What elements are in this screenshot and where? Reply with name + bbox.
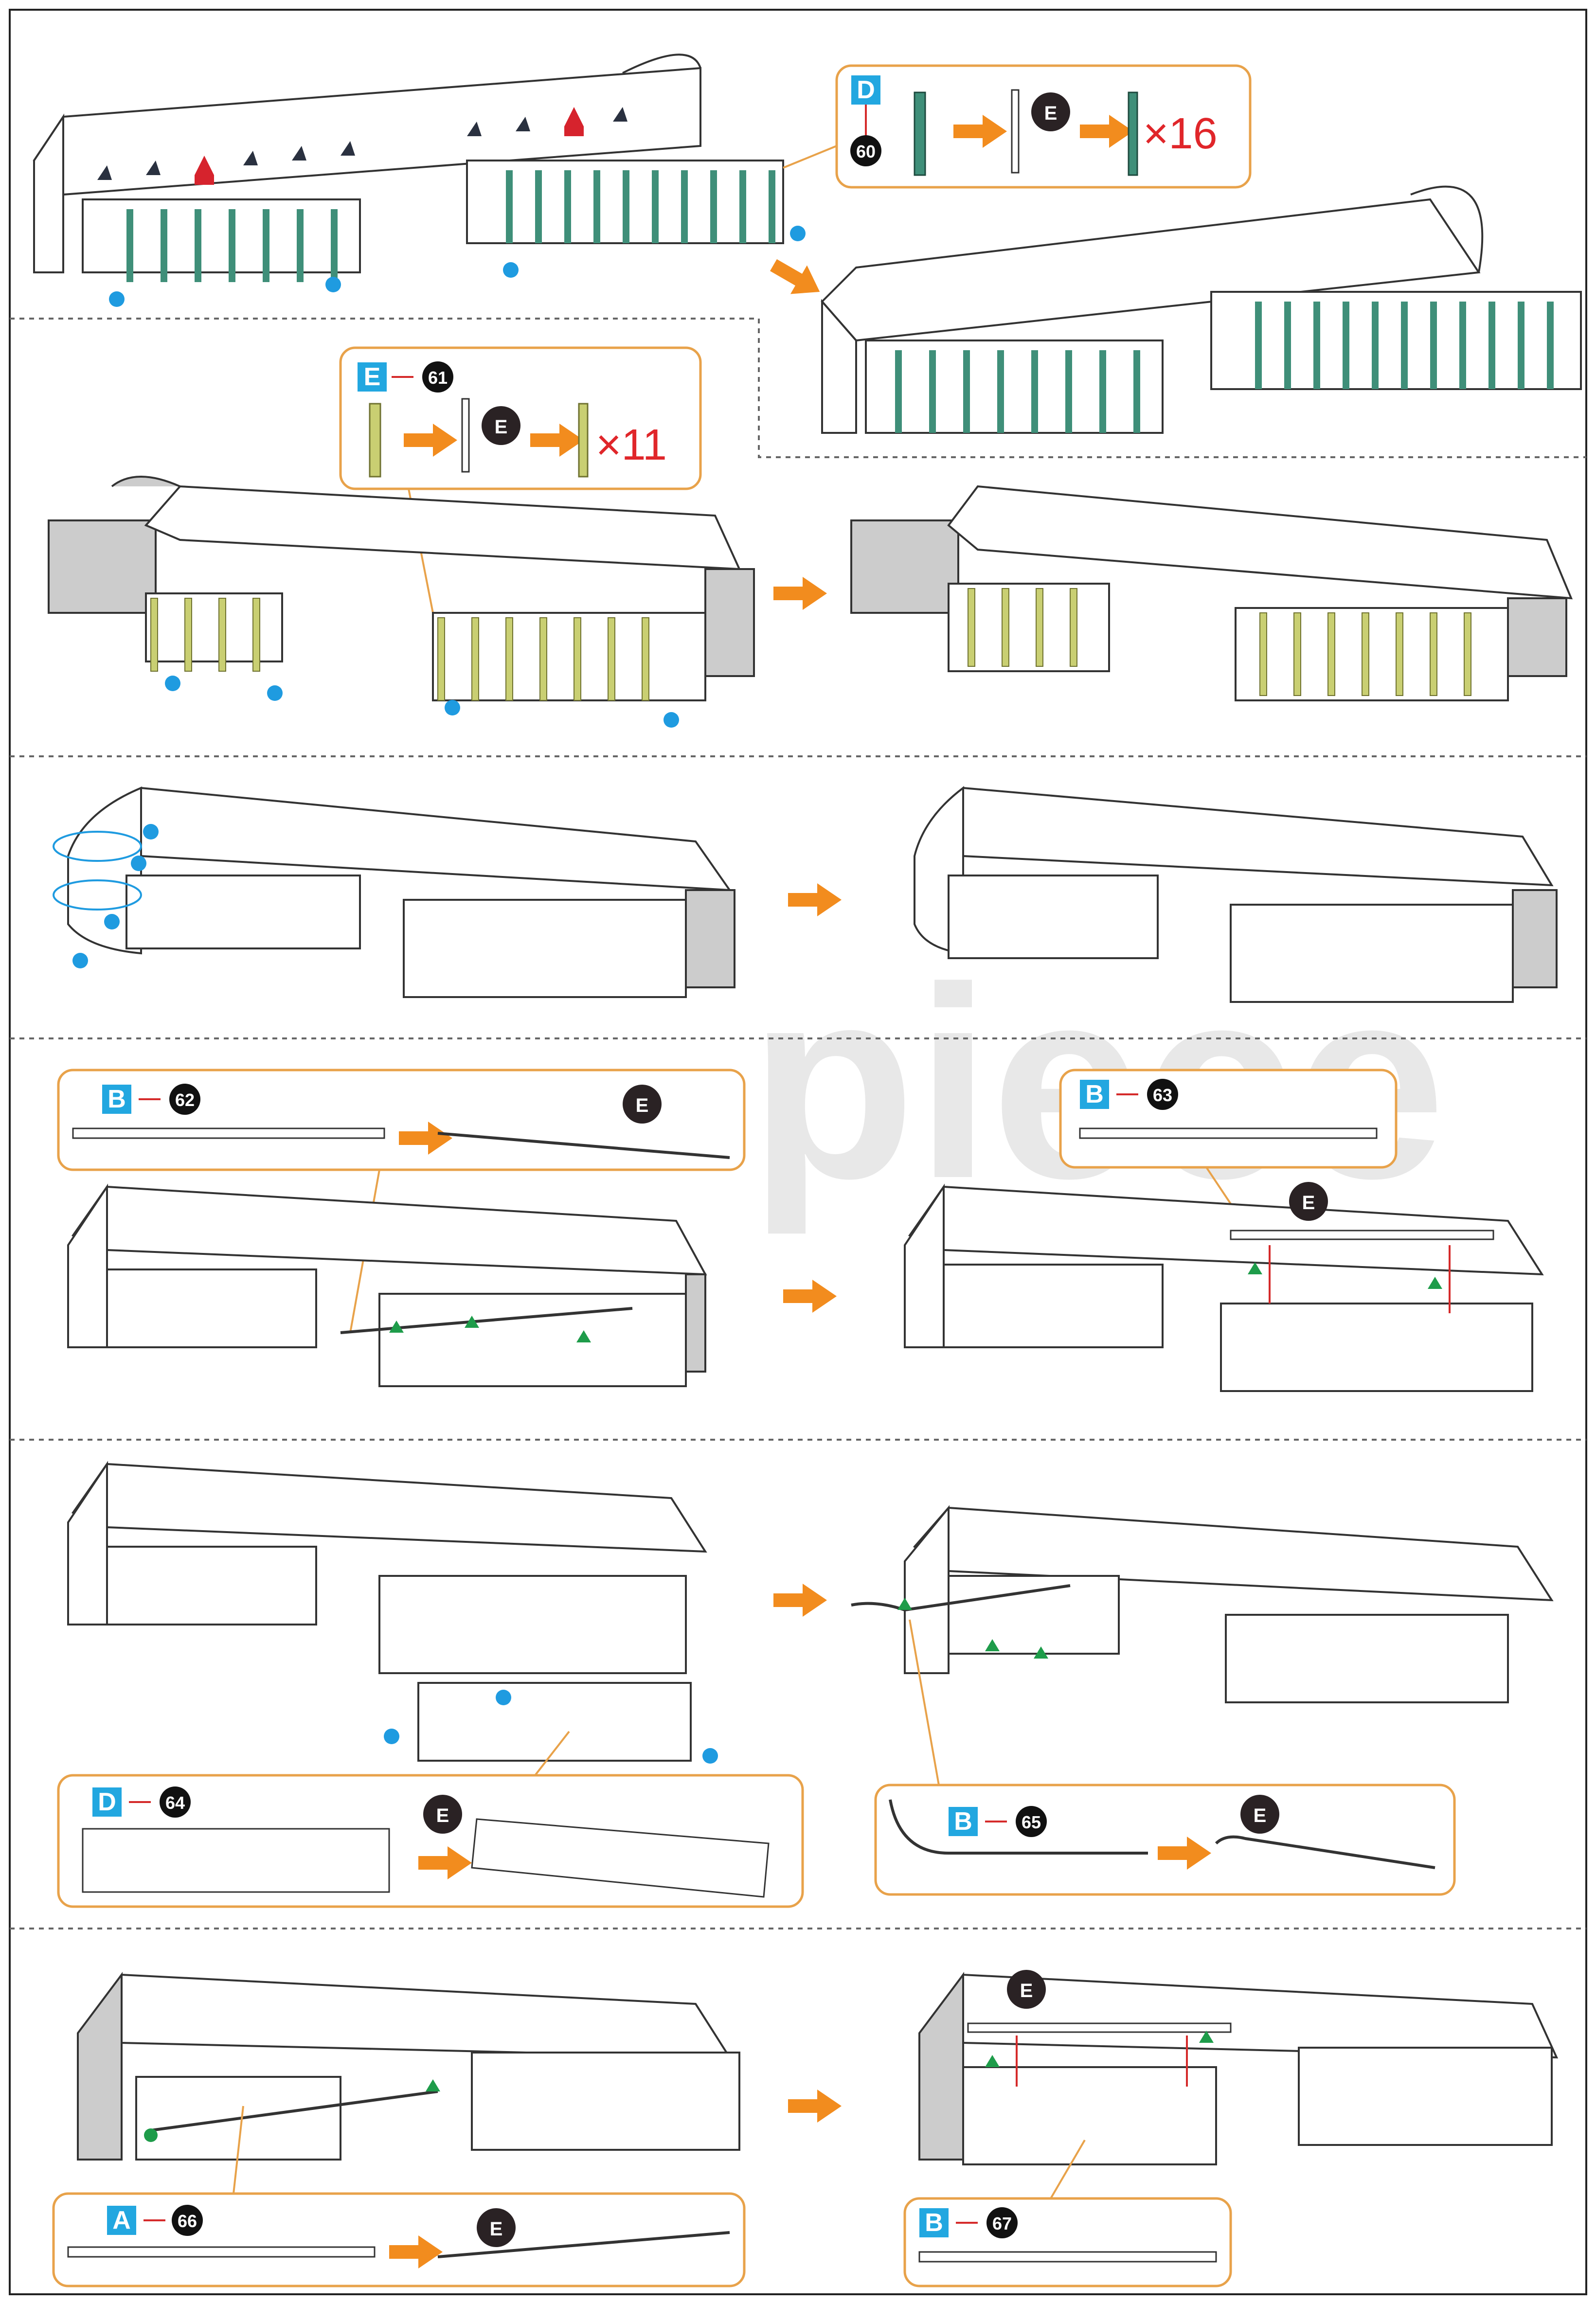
- sheet-letter: B: [108, 1085, 126, 1113]
- sheet-letter: A: [112, 2206, 131, 2234]
- part-number: 66: [178, 2211, 197, 2231]
- tool-badge: E: [1020, 1980, 1033, 2001]
- callout-64: D 64 E: [57, 1731, 804, 1908]
- step-arrow: [788, 2090, 842, 2123]
- sheet-letter: B: [954, 1807, 972, 1836]
- part-number: 67: [992, 2214, 1012, 2233]
- step-arrow: [773, 1584, 827, 1617]
- sheet-letter: D: [98, 1788, 116, 1816]
- step-64-building: [67, 1461, 718, 1764]
- step-63-building: E: [904, 1182, 1544, 1392]
- tool-badge: E: [1254, 1805, 1267, 1826]
- sheet-letter: B: [1085, 1080, 1104, 1108]
- step-arrow: [788, 883, 842, 916]
- step-arrow: [783, 1280, 837, 1313]
- step-61-building-before: [48, 476, 755, 728]
- part-number: 60: [856, 142, 876, 161]
- callout-67: B 67: [903, 2139, 1232, 2287]
- step-arrow: [765, 250, 828, 306]
- part-number: 62: [175, 1090, 195, 1110]
- step-curve-building-after: [914, 786, 1558, 1003]
- step-arrow: [773, 577, 827, 610]
- tool-badge: E: [436, 1805, 449, 1826]
- step-curve-building-before: [53, 786, 735, 998]
- step-62-building: [67, 1183, 707, 1387]
- callout-62: B 62 E: [57, 1069, 746, 1333]
- callout-60: D 60 E ×16: [783, 64, 1252, 189]
- sheet-letter: D: [857, 76, 875, 104]
- part-number: 61: [428, 368, 448, 388]
- tool-badge: E: [1044, 103, 1058, 124]
- sheet-letter: B: [925, 2209, 943, 2237]
- step-67-building: E: [918, 1970, 1559, 2165]
- quantity-label: ×11: [596, 421, 667, 469]
- tool-badge: E: [490, 2218, 503, 2240]
- part-number: 63: [1153, 1085, 1172, 1105]
- page-border: [9, 9, 1587, 2295]
- callout-65: B 65 E: [874, 1619, 1456, 1896]
- step-65-building: [851, 1505, 1554, 1703]
- part-number: 65: [1022, 1812, 1041, 1832]
- callout-61: E 61 E ×11: [339, 346, 702, 613]
- callout-63: B 63: [1059, 1069, 1398, 1227]
- step-66-building: [77, 1972, 740, 2161]
- tool-badge: E: [495, 416, 508, 438]
- tool-badge: E: [636, 1095, 649, 1116]
- step-60-building-before: [33, 54, 806, 307]
- sheet-letter: E: [364, 363, 381, 391]
- part-number: 64: [165, 1793, 185, 1813]
- quantity-label: ×16: [1143, 109, 1218, 158]
- tool-badge: E: [1302, 1192, 1315, 1214]
- step-61-building-after: [850, 485, 1573, 701]
- callout-66: A 66 E: [52, 2106, 746, 2287]
- step-60-building-after: [821, 185, 1582, 434]
- section-separators: [10, 318, 1586, 1929]
